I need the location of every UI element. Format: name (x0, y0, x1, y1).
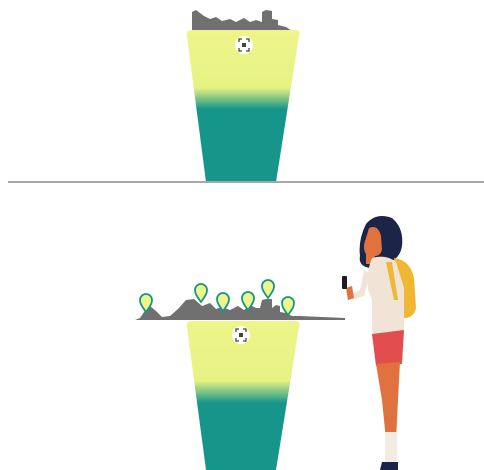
socks (385, 432, 397, 462)
woman-with-phone (342, 216, 416, 470)
arm (352, 270, 370, 300)
shoe (380, 462, 398, 470)
phone-icon[interactable] (342, 276, 347, 289)
top-panel (187, 10, 300, 182)
location-pin-icon[interactable] (195, 284, 207, 302)
shorts (372, 330, 404, 366)
bottom-panel (135, 216, 416, 470)
location-pin-icon[interactable] (282, 297, 294, 315)
scan-icon[interactable] (235, 36, 253, 54)
legs (376, 362, 400, 440)
top-skyline (192, 10, 292, 31)
bottom-skyline (135, 299, 345, 320)
location-pin-icon[interactable] (262, 280, 274, 298)
scan-icon[interactable] (232, 326, 250, 344)
hand (346, 286, 354, 300)
